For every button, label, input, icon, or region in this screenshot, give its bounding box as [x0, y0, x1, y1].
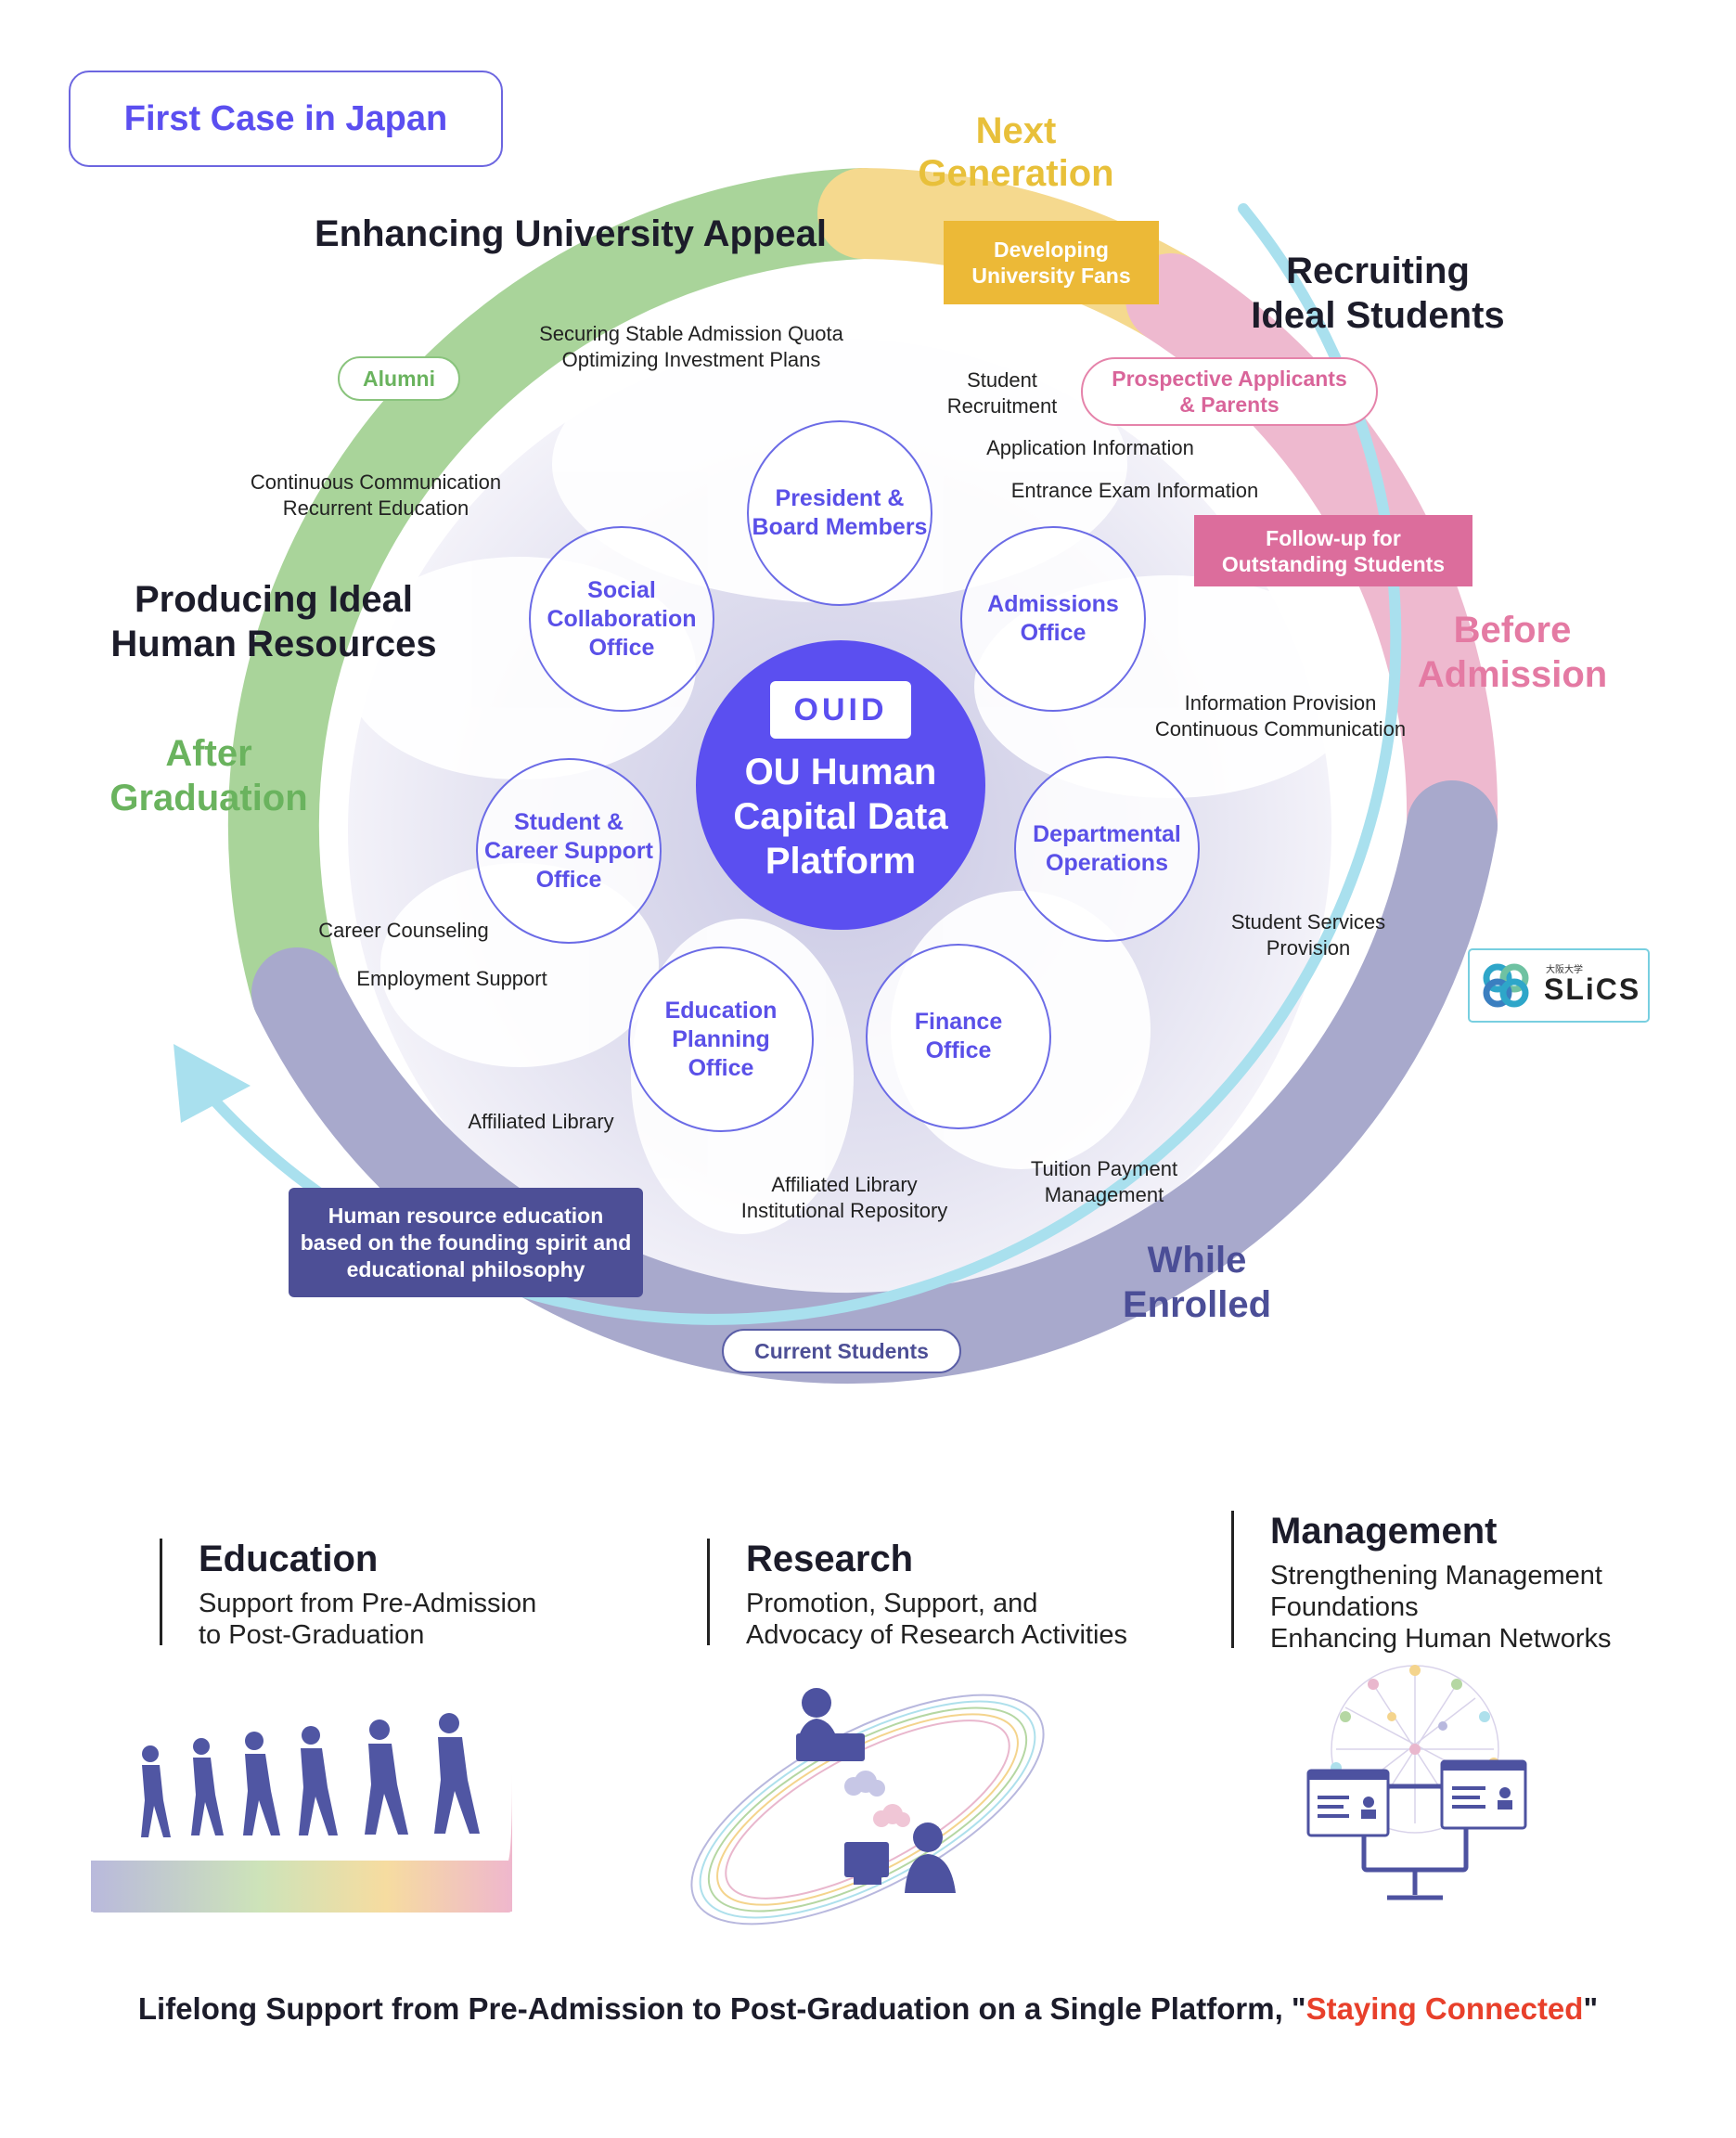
- footer-end-quote: ": [1583, 1991, 1599, 2026]
- note-entrance-exam: Entrance Exam Information: [1010, 479, 1259, 502]
- note-library-repository: Affiliated Library Institutional Reposit…: [740, 1173, 948, 1222]
- note-employment-support: Employment Support: [356, 967, 547, 990]
- note-affiliated-library: Affiliated Library: [468, 1110, 614, 1133]
- office-departmental: Departmental Operations: [1014, 756, 1200, 942]
- note-career-counseling: Career Counseling: [318, 919, 489, 942]
- first-case-badge: First Case in Japan: [69, 71, 503, 167]
- note-continuous-comm: Continuous Communication Recurrent Educa…: [250, 470, 502, 520]
- pill-current-students: Current Students: [722, 1329, 961, 1373]
- phase-while-enrolled: While Enrolled: [1122, 1240, 1272, 1325]
- slics-university-mark: 大阪大学: [1546, 965, 1583, 975]
- pill-prospective: Prospective Applicants & Parents: [1081, 357, 1378, 426]
- tag-follow-up: Follow-up for Outstanding Students: [1194, 515, 1472, 586]
- note-student-services: Student Services Provision: [1230, 910, 1386, 960]
- heading-enhancing-appeal: Enhancing University Appeal: [315, 213, 827, 254]
- office-president: President & Board Members: [747, 420, 932, 606]
- office-admissions: Admissions Office: [960, 526, 1146, 712]
- heading-producing: Producing Ideal Human Resources: [110, 579, 437, 664]
- pill-alumni: Alumni: [338, 356, 460, 401]
- note-student-recruitment: Student Recruitment: [946, 368, 1058, 418]
- education-illustration: [91, 1713, 512, 1913]
- pillar-education: Education Support from Pre-Admission to …: [160, 1539, 642, 1650]
- tag-hr-education: Human resource education based on the fo…: [289, 1188, 643, 1297]
- note-info-provision: Information Provision Continuous Communi…: [1154, 691, 1407, 741]
- pillar-research: Research Promotion, Support, and Advocac…: [707, 1539, 1227, 1650]
- office-education-planning: Education Planning Office: [628, 947, 814, 1132]
- management-illustration: [1306, 1665, 1527, 1900]
- office-social-collaboration: Social Collaboration Office: [529, 526, 714, 712]
- footer-highlight: Staying Connected: [1305, 1991, 1584, 2026]
- slics-logo: 大阪大学 SLiCS: [1468, 948, 1650, 1023]
- office-student-career: Student & Career Support Office: [476, 758, 662, 944]
- heading-recruiting: Recruiting Ideal Students: [1251, 251, 1505, 336]
- ouid-label: OUID: [770, 681, 911, 739]
- phase-next-generation: Next Generation: [918, 110, 1114, 194]
- cycle-arrow-head: [174, 1044, 251, 1123]
- research-illustration: [690, 1688, 1045, 1925]
- pillar-management: Management Strengthening Management Foun…: [1231, 1511, 1714, 1654]
- pillar-research-title: Research: [746, 1539, 914, 1579]
- office-finance: Finance Office: [866, 944, 1051, 1129]
- phase-after-graduation: After Graduation: [109, 733, 308, 818]
- slics-brand-text: SLiCS: [1544, 972, 1641, 1006]
- note-tuition: Tuition Payment Management: [1030, 1157, 1178, 1206]
- pillar-education-title: Education: [199, 1539, 379, 1579]
- pillar-education-desc: Support from Pre-Admission to Post-Gradu…: [199, 1589, 537, 1650]
- first-case-text: First Case in Japan: [123, 98, 448, 138]
- tag-developing-fans: Developing University Fans: [944, 221, 1159, 304]
- pillar-management-title: Management: [1270, 1511, 1498, 1552]
- pillar-management-desc: Strengthening Management Foundations Enh…: [1270, 1561, 1612, 1654]
- note-application-info: Application Information: [986, 436, 1194, 459]
- phase-before-admission: Before Admission: [1417, 610, 1608, 695]
- platform-title: OU Human Capital Data Platform: [733, 752, 948, 882]
- platform-hub: OUID OU Human Capital Data Platform: [696, 640, 985, 930]
- slics-knot-icon: [1483, 963, 1529, 1008]
- pillar-research-desc: Promotion, Support, and Advocacy of Rese…: [746, 1589, 1128, 1650]
- note-securing: Securing Stable Admission Quota Optimizi…: [539, 322, 843, 371]
- footer-tagline: Lifelong Support from Pre-Admission to P…: [37, 1991, 1699, 2027]
- footer-main-text: Lifelong Support from Pre-Admission to P…: [137, 1991, 1306, 2026]
